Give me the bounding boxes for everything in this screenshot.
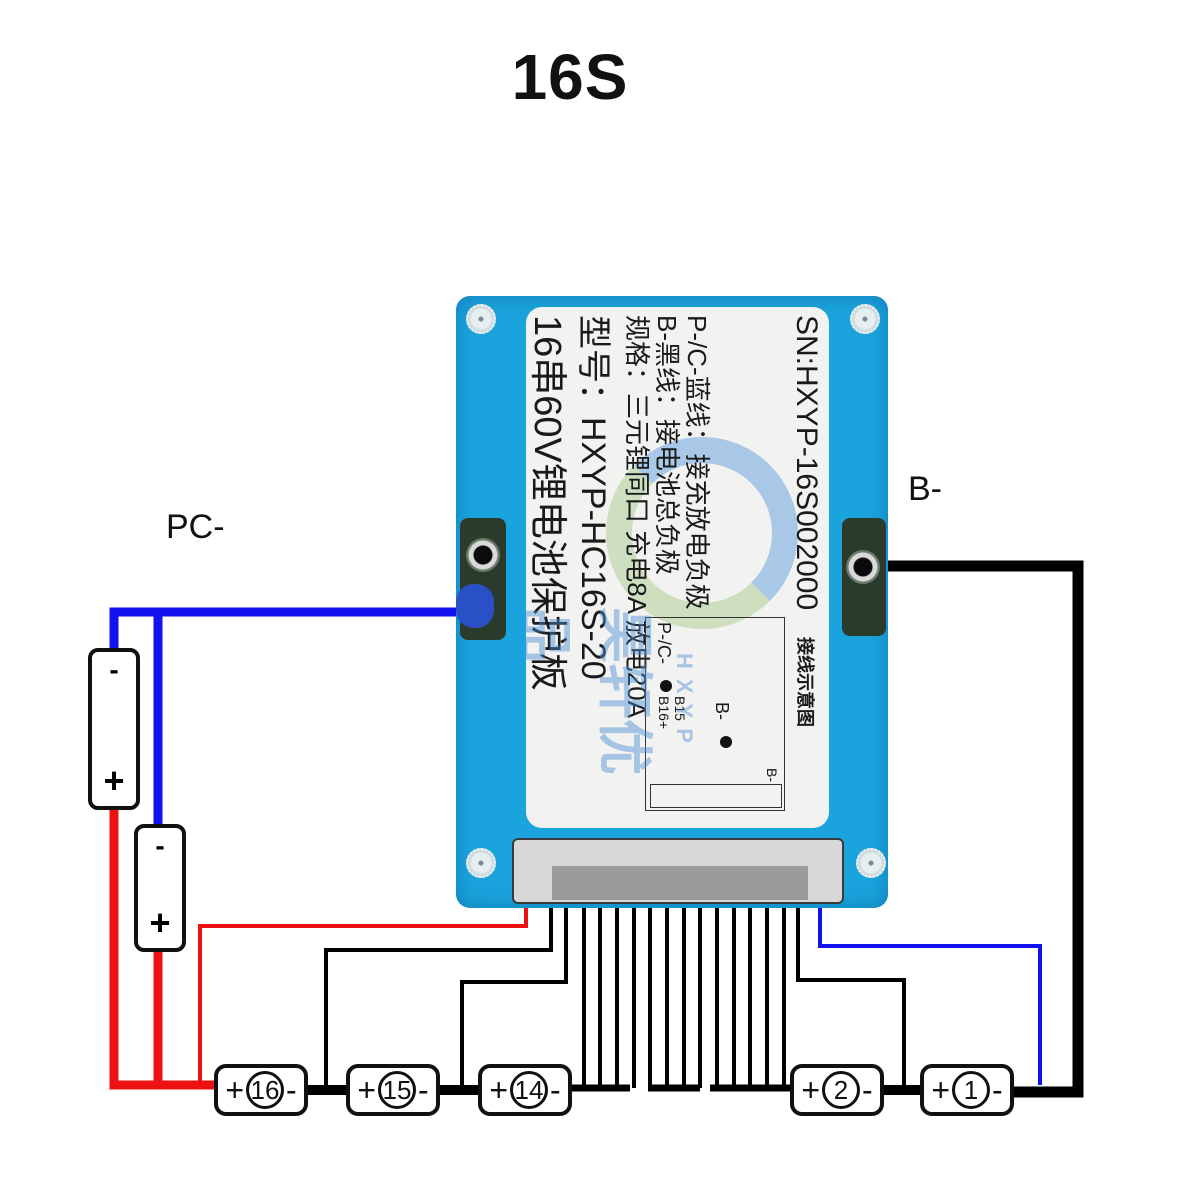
cell-minus: -: [862, 1071, 873, 1108]
balance-wire-b14: [460, 868, 568, 1090]
pc-minus-pad-area: [456, 518, 506, 640]
b-minus-dot: [720, 736, 732, 748]
diagram-b-minus-pin: B-: [764, 768, 780, 782]
diagram-title: 16S: [511, 41, 629, 113]
label-pc-minus-note: P-/C-蓝线：接充放电负极: [682, 315, 712, 610]
cell-plus: +: [357, 1071, 377, 1108]
mounting-screw: [466, 848, 496, 878]
load-minus: -: [109, 654, 119, 685]
watermark: 昊轩优品: [526, 607, 656, 775]
cell-minus: -: [286, 1071, 297, 1108]
mounting-screw: [850, 304, 880, 334]
cell-plus: +: [225, 1071, 245, 1108]
watermark-sub: HXYP: [672, 653, 697, 753]
pc-minus-pad: [466, 538, 500, 572]
load-plus: +: [103, 760, 125, 801]
diagram-connector: [650, 784, 782, 808]
diagram-b-minus: B-: [712, 702, 732, 720]
cell-plus: +: [489, 1071, 509, 1108]
cell-plus: +: [801, 1071, 821, 1108]
cell-plus: +: [931, 1071, 951, 1108]
b-minus-label: B-: [908, 470, 942, 508]
cell-number: 15: [378, 1071, 417, 1109]
pc-minus-wire-insulation: [456, 584, 494, 628]
cell-number: 2: [822, 1071, 861, 1109]
b-minus-pad: [846, 550, 880, 584]
positive-wire: [109, 780, 222, 1090]
balance-wire-b1: [796, 868, 906, 1090]
pc-minus-wire: [109, 607, 486, 652]
label-serial: SN:HXYP-16S002000: [790, 315, 823, 611]
cell-number: 16: [246, 1071, 285, 1109]
cell-16: +16-: [214, 1064, 308, 1116]
cell-14: +14-: [478, 1064, 572, 1116]
cell-number: 1: [952, 1071, 991, 1109]
charger-battery: - +: [134, 824, 186, 952]
load-battery: - +: [88, 648, 140, 810]
b-minus-pad-area: [842, 518, 886, 636]
cell-minus: -: [418, 1071, 429, 1108]
mounting-screw: [856, 848, 886, 878]
cell-minus: -: [992, 1071, 1003, 1108]
cell-minus: -: [550, 1071, 561, 1108]
balance-connector[interactable]: [512, 838, 844, 904]
cell-1: +1-: [920, 1064, 1014, 1116]
balance-wire-b15: [324, 868, 553, 1090]
wiring-diagram-title: 接线示意图: [795, 637, 815, 727]
cell-number: 14: [510, 1071, 549, 1109]
connector-slot: [552, 866, 808, 900]
cell-2: +2-: [790, 1064, 884, 1116]
pc-minus-label: PC-: [166, 508, 225, 546]
board-label: 16串60V锂电池保护板 型号：HXYP-HC16S-20 规格：三元锂同口 充…: [526, 307, 829, 828]
charger-minus: -: [155, 830, 165, 861]
charger-plus: +: [149, 902, 171, 943]
mounting-screw: [466, 304, 496, 334]
b-minus-wire: [868, 560, 1084, 1098]
cell-15: +15-: [346, 1064, 440, 1116]
